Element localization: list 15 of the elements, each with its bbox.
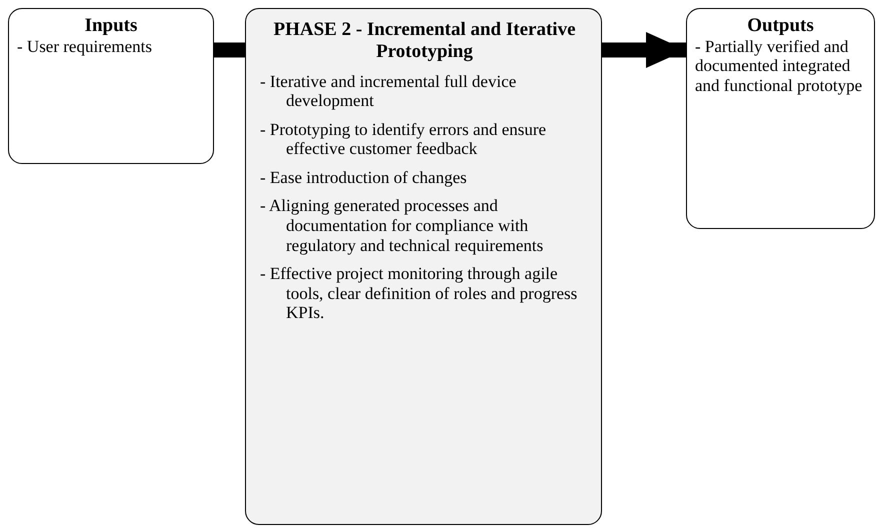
arrow xyxy=(602,32,686,68)
bullet-text: - Partially verified and documented integrated and functional prototype xyxy=(695,36,864,96)
bullet-text: - Effective project monitoring through agile tools, clear definition of roles and progress KPIs. xyxy=(260,264,578,323)
phase-box xyxy=(245,8,602,525)
box-heading: PHASE 2 - Incremental and Iterative Prototyping xyxy=(272,19,577,63)
bullet-text: - User requirements xyxy=(17,36,154,56)
process-box xyxy=(686,8,875,229)
bullet-text: - Ease introduction of changes xyxy=(260,168,468,188)
box-heading: Inputs xyxy=(84,15,138,37)
connector-bar xyxy=(214,42,245,58)
bullet-text: - Prototyping to identify errors and ensure effective customer feedback xyxy=(260,120,548,159)
bullet-text: - Aligning generated processes and documentation for compliance with regulatory and technical requirements xyxy=(260,196,544,256)
process-box xyxy=(8,8,214,164)
box-heading: Outputs xyxy=(746,15,815,37)
bullet-text: - Iterative and incremental full device development xyxy=(260,72,518,111)
